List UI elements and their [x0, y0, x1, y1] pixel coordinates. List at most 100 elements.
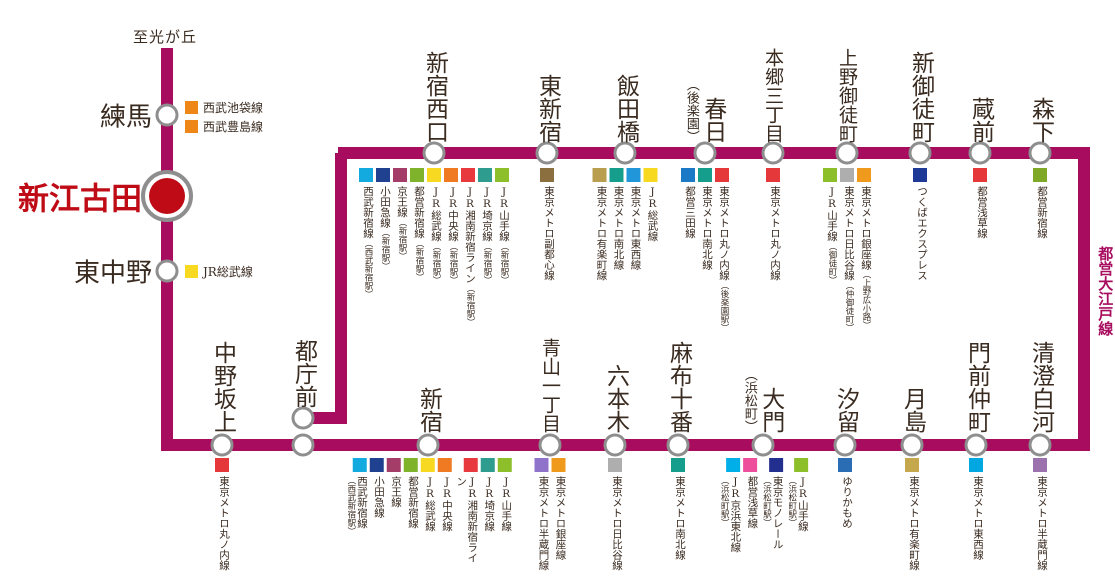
station-dot[interactable]: [416, 433, 440, 457]
station-dot[interactable]: [761, 141, 785, 165]
station-name: 本郷三丁目: [762, 48, 784, 143]
oedo-line-branch-segment: [335, 153, 347, 424]
transfer-line-color-swatch: [497, 458, 512, 472]
transfer-entry: 東京メトロ銀座線（上野広小路）: [857, 168, 872, 330]
transfer-line-name: JR埼京線（新宿駅）: [481, 186, 493, 284]
station-dot[interactable]: [833, 433, 857, 457]
transfer-line-name: 都営新宿線（新宿駅）: [413, 186, 425, 281]
station-dot[interactable]: [155, 103, 179, 127]
station-name-annotation: （浜松町）: [741, 368, 757, 433]
station-dot[interactable]: [1028, 141, 1052, 165]
transfer-line-color-swatch: [973, 168, 987, 182]
station-dot[interactable]: [908, 141, 932, 165]
transfer-list: 東京メトロ日比谷線: [608, 458, 623, 571]
transfer-line-color-swatch: [551, 458, 566, 472]
station-dot[interactable]: [900, 433, 924, 457]
transfer-entry: JR湘南新宿ライン: [455, 458, 478, 573]
transfer-line-color-swatch: [1033, 168, 1047, 182]
station-dot[interactable]: [538, 433, 562, 457]
transfer-line-color-swatch: [671, 458, 685, 472]
station-name: （後楽園）春日: [684, 78, 726, 143]
station-name: 新御徒町: [907, 51, 933, 143]
transfer-station-note: （新宿駅）: [431, 241, 441, 285]
station-name-text: 麻布十番: [665, 341, 692, 433]
transfer-entry: 東京メトロ有楽町線: [592, 168, 608, 281]
station-dot[interactable]: [666, 433, 690, 457]
transfer-line-name: JR山手線（新宿駅）: [498, 186, 510, 284]
transfer-line-color-swatch: [393, 168, 407, 182]
transfer-line-name: JR総武線（新宿駅）: [430, 186, 442, 285]
station-dot[interactable]: [751, 433, 775, 457]
station-name-text: 月島: [899, 387, 926, 433]
transfer-line-name: 東京メトロ銀座線: [554, 476, 567, 560]
transfer-entry: 東京メトロ南北線: [698, 168, 713, 270]
transfer-line-color-swatch: [715, 168, 729, 182]
transfer-entry: 小田急線（新宿駅）: [376, 168, 391, 271]
transfer-station-note: （西武新宿駅）: [345, 476, 356, 536]
station-dot[interactable]: [422, 141, 446, 165]
transfer-line-name: 小田急線（新宿駅）: [379, 186, 391, 271]
transfer-line-name: JR総武線: [646, 186, 659, 242]
transfer-entry: 東京メトロ副都心線: [540, 168, 555, 281]
transfer-line-name: 東京メトロ丸ノ内線（後楽園駅）: [718, 186, 730, 332]
transfer-line-color-swatch: [743, 458, 758, 472]
station-dot[interactable]: [535, 141, 559, 165]
station-dot[interactable]: [613, 141, 637, 165]
transfer-list: 東京メトロ南北線: [671, 458, 686, 560]
station-name-text: 東新宿: [534, 74, 561, 143]
station-dot[interactable]: [1028, 433, 1052, 457]
station-dot[interactable]: [964, 433, 988, 457]
transfer-line-color-swatch: [461, 168, 475, 182]
transfer-line-color-swatch: [540, 168, 554, 182]
station-name: 青山一丁目: [539, 338, 561, 433]
transfer-line-color-swatch: [387, 458, 401, 472]
transfer-entry: つくばエクスプレス: [913, 168, 928, 281]
transfer-line-name: 西武新宿線（西武新宿駅）: [345, 476, 368, 536]
transfer-entry: 都営新宿線: [1033, 168, 1048, 239]
transfer-line-name: 都営浅草線: [976, 186, 988, 239]
transfer-entry: 東京メトロ南北線: [671, 458, 686, 560]
transfer-line-name: 京王線: [390, 476, 402, 508]
transfer-station-note: （新宿駅）: [448, 241, 458, 285]
transfer-line-name: JR総武線: [424, 476, 436, 532]
transfer-entry: JR山手線（御徒町）: [823, 168, 838, 284]
station-dot[interactable]: [603, 433, 627, 457]
transfer-line-color-swatch: [534, 458, 549, 472]
station-dot[interactable]: [693, 141, 717, 165]
transfer-line-name: 東京メトロ東西線: [972, 476, 984, 560]
transfer-line-color-swatch: [768, 458, 783, 472]
transfer-line-name: 京王線（新宿駅）: [396, 186, 408, 260]
station-dot[interactable]: [210, 433, 234, 457]
transfer-line-name: 東京メトロ有楽町線: [595, 186, 608, 281]
transfer-line-name: JR中央線（新宿駅）: [447, 186, 459, 285]
transfer-line-name: 東京メトロ日比谷線: [611, 476, 623, 571]
station-dot[interactable]: [155, 259, 179, 283]
transfer-line-color-swatch: [838, 458, 852, 472]
current-station-dot[interactable]: [141, 170, 193, 222]
transfer-list: 東京メトロ丸ノ内線: [215, 458, 230, 571]
station-dot[interactable]: [291, 433, 315, 457]
station-name: 汐留: [832, 387, 858, 433]
station-name: 門前仲町: [963, 341, 989, 433]
transfer-line-color-swatch: [681, 168, 695, 182]
station-name: 飯田橋: [612, 74, 638, 143]
transfer-line-color-swatch: [609, 168, 624, 182]
transfer-line-color-swatch: [913, 168, 927, 182]
transfer-station-note: （上野広小路）: [861, 270, 871, 330]
transfer-list: JR総武線: [185, 263, 253, 280]
terminus-label: 至光が丘: [133, 28, 198, 46]
transfer-entry: JR埼京線: [480, 458, 496, 532]
transfer-list: ゆりかもめ: [838, 458, 853, 529]
transfer-line-color-swatch: [478, 168, 492, 182]
transfer-line-color-swatch: [643, 168, 658, 182]
transfer-entry: 西武豊島線: [185, 118, 263, 135]
transfer-line-name: JR埼京線: [483, 476, 496, 532]
line-name-label: 都営大江戸線: [1096, 246, 1115, 336]
station-dot[interactable]: [968, 141, 992, 165]
station-dot[interactable]: [291, 406, 315, 430]
transfer-line-color-swatch: [793, 458, 808, 472]
station-dot[interactable]: [835, 141, 859, 165]
transfer-line-color-swatch: [185, 101, 198, 114]
transfer-station-note: （仲御徒町）: [844, 280, 854, 332]
transfer-line-color-swatch: [766, 168, 780, 182]
